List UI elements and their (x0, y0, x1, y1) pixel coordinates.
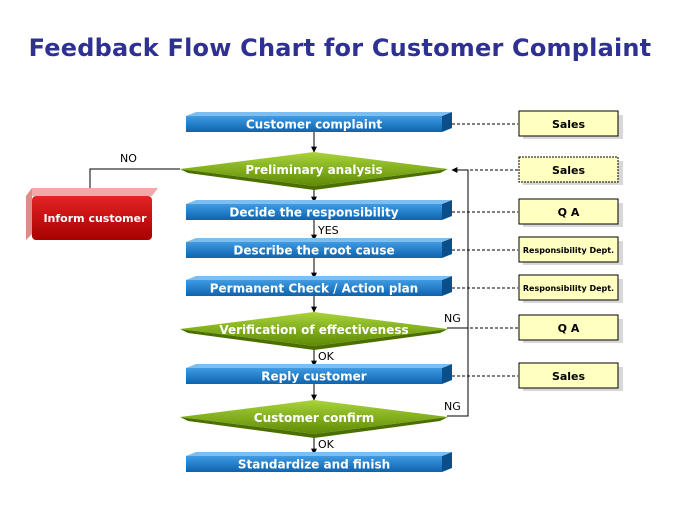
owner-label: Sales (552, 164, 586, 177)
edge-label-yes: YES (317, 224, 339, 237)
decision-preliminary-analysis: Preliminary analysis (180, 152, 448, 190)
step-standardize: Standardize and finish (186, 452, 452, 472)
owner-label: Q A (558, 322, 580, 335)
step-label: Decide the responsibility (229, 206, 398, 220)
step-permanent-check: Permanent Check / Action plan (186, 276, 452, 296)
step-label: Permanent Check / Action plan (210, 282, 418, 296)
owner-box-responsibility-2: Responsibility Dept. (518, 274, 623, 303)
page-title: Feedback Flow Chart for Customer Complai… (28, 34, 652, 62)
step-describe-root-cause: Describe the root cause (186, 238, 452, 258)
owner-label: Responsibility Dept. (523, 284, 614, 293)
decision-customer-confirm: Customer confirm (180, 400, 448, 438)
decision-label: Verification of effectiveness (219, 323, 408, 337)
step-label: Reply customer (261, 370, 367, 384)
step-label: Standardize and finish (238, 458, 390, 472)
owner-box-responsibility-1: Responsibility Dept. (518, 236, 623, 265)
edge-label-ok-1: OK (318, 350, 335, 363)
owner-label: Sales (552, 118, 586, 131)
owner-box-qa-1: Q A (518, 198, 623, 227)
owner-label: Q A (558, 206, 580, 219)
step-label: Customer complaint (246, 118, 383, 132)
edge-label-no: NO (120, 152, 137, 165)
owner-label: Sales (552, 370, 586, 383)
decision-label: Customer confirm (254, 411, 374, 425)
inform-customer-label: Inform customer (43, 212, 147, 225)
decision-verification: Verification of effectiveness (180, 312, 448, 350)
step-decide-responsibility: Decide the responsibility (186, 200, 452, 220)
owner-box-qa-2: Q A (518, 314, 623, 343)
step-reply-customer: Reply customer (186, 364, 452, 384)
decision-label: Preliminary analysis (245, 163, 382, 177)
step-label: Describe the root cause (233, 244, 394, 258)
step-customer-complaint: Customer complaint (186, 112, 452, 132)
inform-customer-box: Inform customer (26, 188, 158, 240)
owner-box-sales-2: Sales (518, 156, 623, 185)
edge-label-ng-2: NG (444, 400, 461, 413)
owner-box-sales-3: Sales (518, 362, 623, 391)
edge-label-ok-2: OK (318, 438, 335, 451)
owner-box-sales-1: Sales (518, 110, 623, 139)
owner-label: Responsibility Dept. (523, 246, 614, 255)
edge-label-ng-1: NG (444, 312, 461, 325)
